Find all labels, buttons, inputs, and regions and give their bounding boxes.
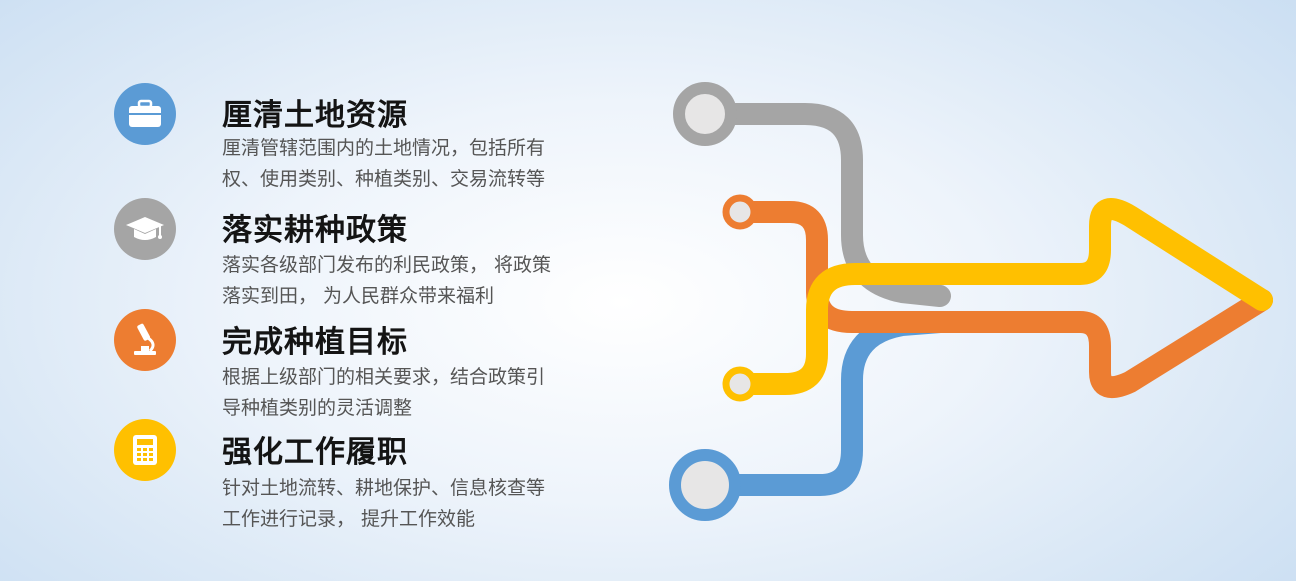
- item-title: 厘清土地资源: [222, 98, 408, 133]
- yellow-line: [729, 198, 1273, 395]
- item-planting-target: 完成种植目标 根据上级部门的相关要求，结合政策引 导种植类别的灵活调整: [0, 305, 640, 419]
- item-title: 落实耕种政策: [222, 213, 408, 248]
- gray-node: [673, 82, 737, 146]
- converging-lines-arrow: [669, 82, 1273, 521]
- yellow-node: [722, 366, 758, 402]
- item-description-line: 厘清管辖范围内的土地情况，包括所有: [222, 137, 546, 159]
- item-icon-circle: [114, 309, 176, 371]
- item-description-line: 落实各级部门发布的利民政策， 将政策: [222, 254, 552, 276]
- calculator-icon: [133, 435, 157, 465]
- briefcase-icon: [129, 99, 161, 127]
- item-description: 落实各级部门发布的利民政策， 将政策 落实到田， 为人民群众带来福利: [222, 250, 602, 312]
- item-land-resources: 厘清土地资源 厘清管辖范围内的土地情况，包括所有 权、使用类别、种植类别、交易流…: [0, 80, 640, 190]
- item-description: 针对土地流转、耕地保护、信息核查等 工作进行记录， 提升工作效能: [222, 473, 602, 535]
- item-icon-circle: [114, 419, 176, 481]
- item-description-line: 落实到田， 为人民群众带来福利: [222, 285, 495, 307]
- item-farming-policy: 落实耕种政策 落实各级部门发布的利民政策， 将政策 落实到田， 为人民群众带来福…: [0, 195, 640, 307]
- item-description: 根据上级部门的相关要求，结合政策引 导种植类别的灵活调整: [222, 362, 602, 424]
- orange-node: [722, 194, 758, 230]
- item-strengthen-duty: 强化工作履职 针对土地流转、耕地保护、信息核查等 工作进行记录， 提升工作效能: [0, 415, 640, 530]
- microscope-icon: [134, 323, 156, 355]
- graduation-cap-icon: [126, 217, 164, 240]
- item-description-line: 导种植类别的灵活调整: [222, 397, 413, 419]
- blue-node: [669, 449, 741, 521]
- orange-line: [729, 201, 1273, 399]
- item-description-line: 工作进行记录， 提升工作效能: [222, 508, 476, 530]
- item-description: 厘清管辖范围内的土地情况，包括所有 权、使用类别、种植类别、交易流转等: [222, 133, 602, 195]
- item-description-line: 权、使用类别、种植类别、交易流转等: [222, 168, 546, 190]
- item-icon-circle: [114, 83, 176, 145]
- item-icon-circle: [114, 198, 176, 260]
- item-description-line: 根据上级部门的相关要求，结合政策引: [222, 366, 546, 388]
- item-title: 完成种植目标: [222, 325, 408, 360]
- item-description-line: 针对土地流转、耕地保护、信息核查等: [222, 477, 546, 499]
- item-title: 强化工作履职: [222, 435, 408, 470]
